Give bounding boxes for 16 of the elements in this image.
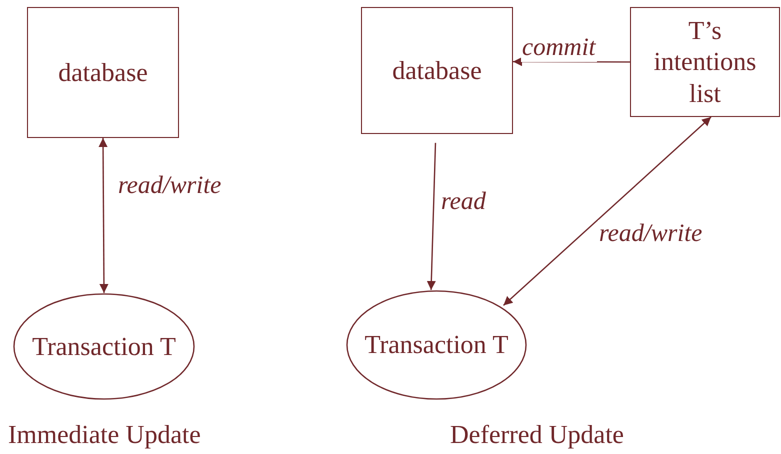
process-box (630, 7, 780, 117)
ellipse-node (13, 293, 195, 400)
arrow (513, 57, 630, 66)
process-box (361, 7, 513, 134)
arrow (98, 138, 108, 293)
node-label: T’s intentions list (652, 15, 758, 109)
caption-text: Deferred Update (450, 420, 624, 450)
node-label: Transaction T (364, 329, 510, 361)
node-label: Transaction T (31, 330, 177, 362)
node-label: database (57, 56, 149, 88)
arrow (426, 142, 436, 290)
node-label: database (391, 54, 483, 86)
process-box (27, 7, 179, 138)
caption-text: Immediate Update (8, 420, 201, 450)
arrow (503, 116, 712, 306)
ellipse-node (346, 290, 527, 400)
